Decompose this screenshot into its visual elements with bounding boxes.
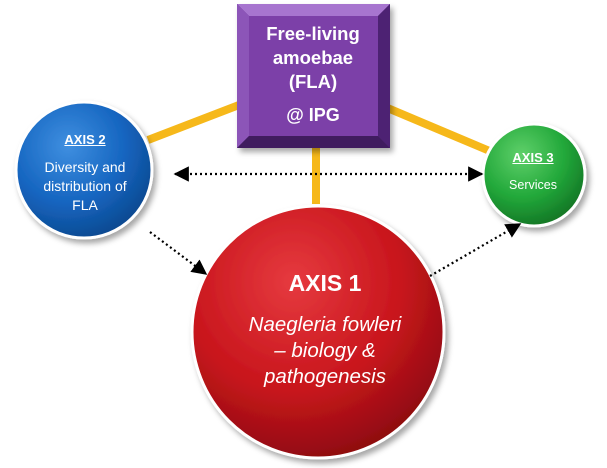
axis2-description: Diversity and distribution of FLA [20, 158, 150, 215]
center-box-title: Free-living amoebae (FLA) [248, 22, 378, 94]
axis1-title: AXIS 1 [288, 270, 362, 296]
axis3-title: AXIS 3 [512, 150, 554, 165]
center-box-title-line: amoebae [272, 47, 354, 68]
arrow-axis2-to-axis1 [149, 231, 208, 275]
axis1-desc-line: Naegleria fowleri [248, 313, 402, 336]
center-box [237, 4, 390, 148]
axis3-circle [481, 122, 587, 228]
axis2-title: AXIS 2 [64, 132, 106, 147]
arrow-axis1-to-axis3 [429, 223, 522, 277]
axis2-desc-line: Diversity and [44, 159, 126, 175]
axis1-circle [190, 204, 446, 460]
axis1-desc-line: – biology & [274, 339, 376, 362]
axis3-description: Services [509, 178, 557, 192]
center-box-title-line: Free-living [266, 23, 360, 44]
axis1-description: Naegleria fowleri – biology & pathogenes… [210, 312, 440, 390]
axis2-circle [14, 100, 154, 240]
axis2-desc-line: FLA [72, 197, 98, 213]
center-box-subtitle: @ IPG [286, 105, 340, 125]
center-box-title-line: (FLA) [288, 71, 338, 92]
axis2-desc-line: distribution of [43, 178, 127, 194]
connector-box-to-axis3 [376, 100, 494, 156]
connector-box-to-axis2 [146, 96, 254, 144]
axis1-desc-line: pathogenesis [264, 365, 386, 388]
